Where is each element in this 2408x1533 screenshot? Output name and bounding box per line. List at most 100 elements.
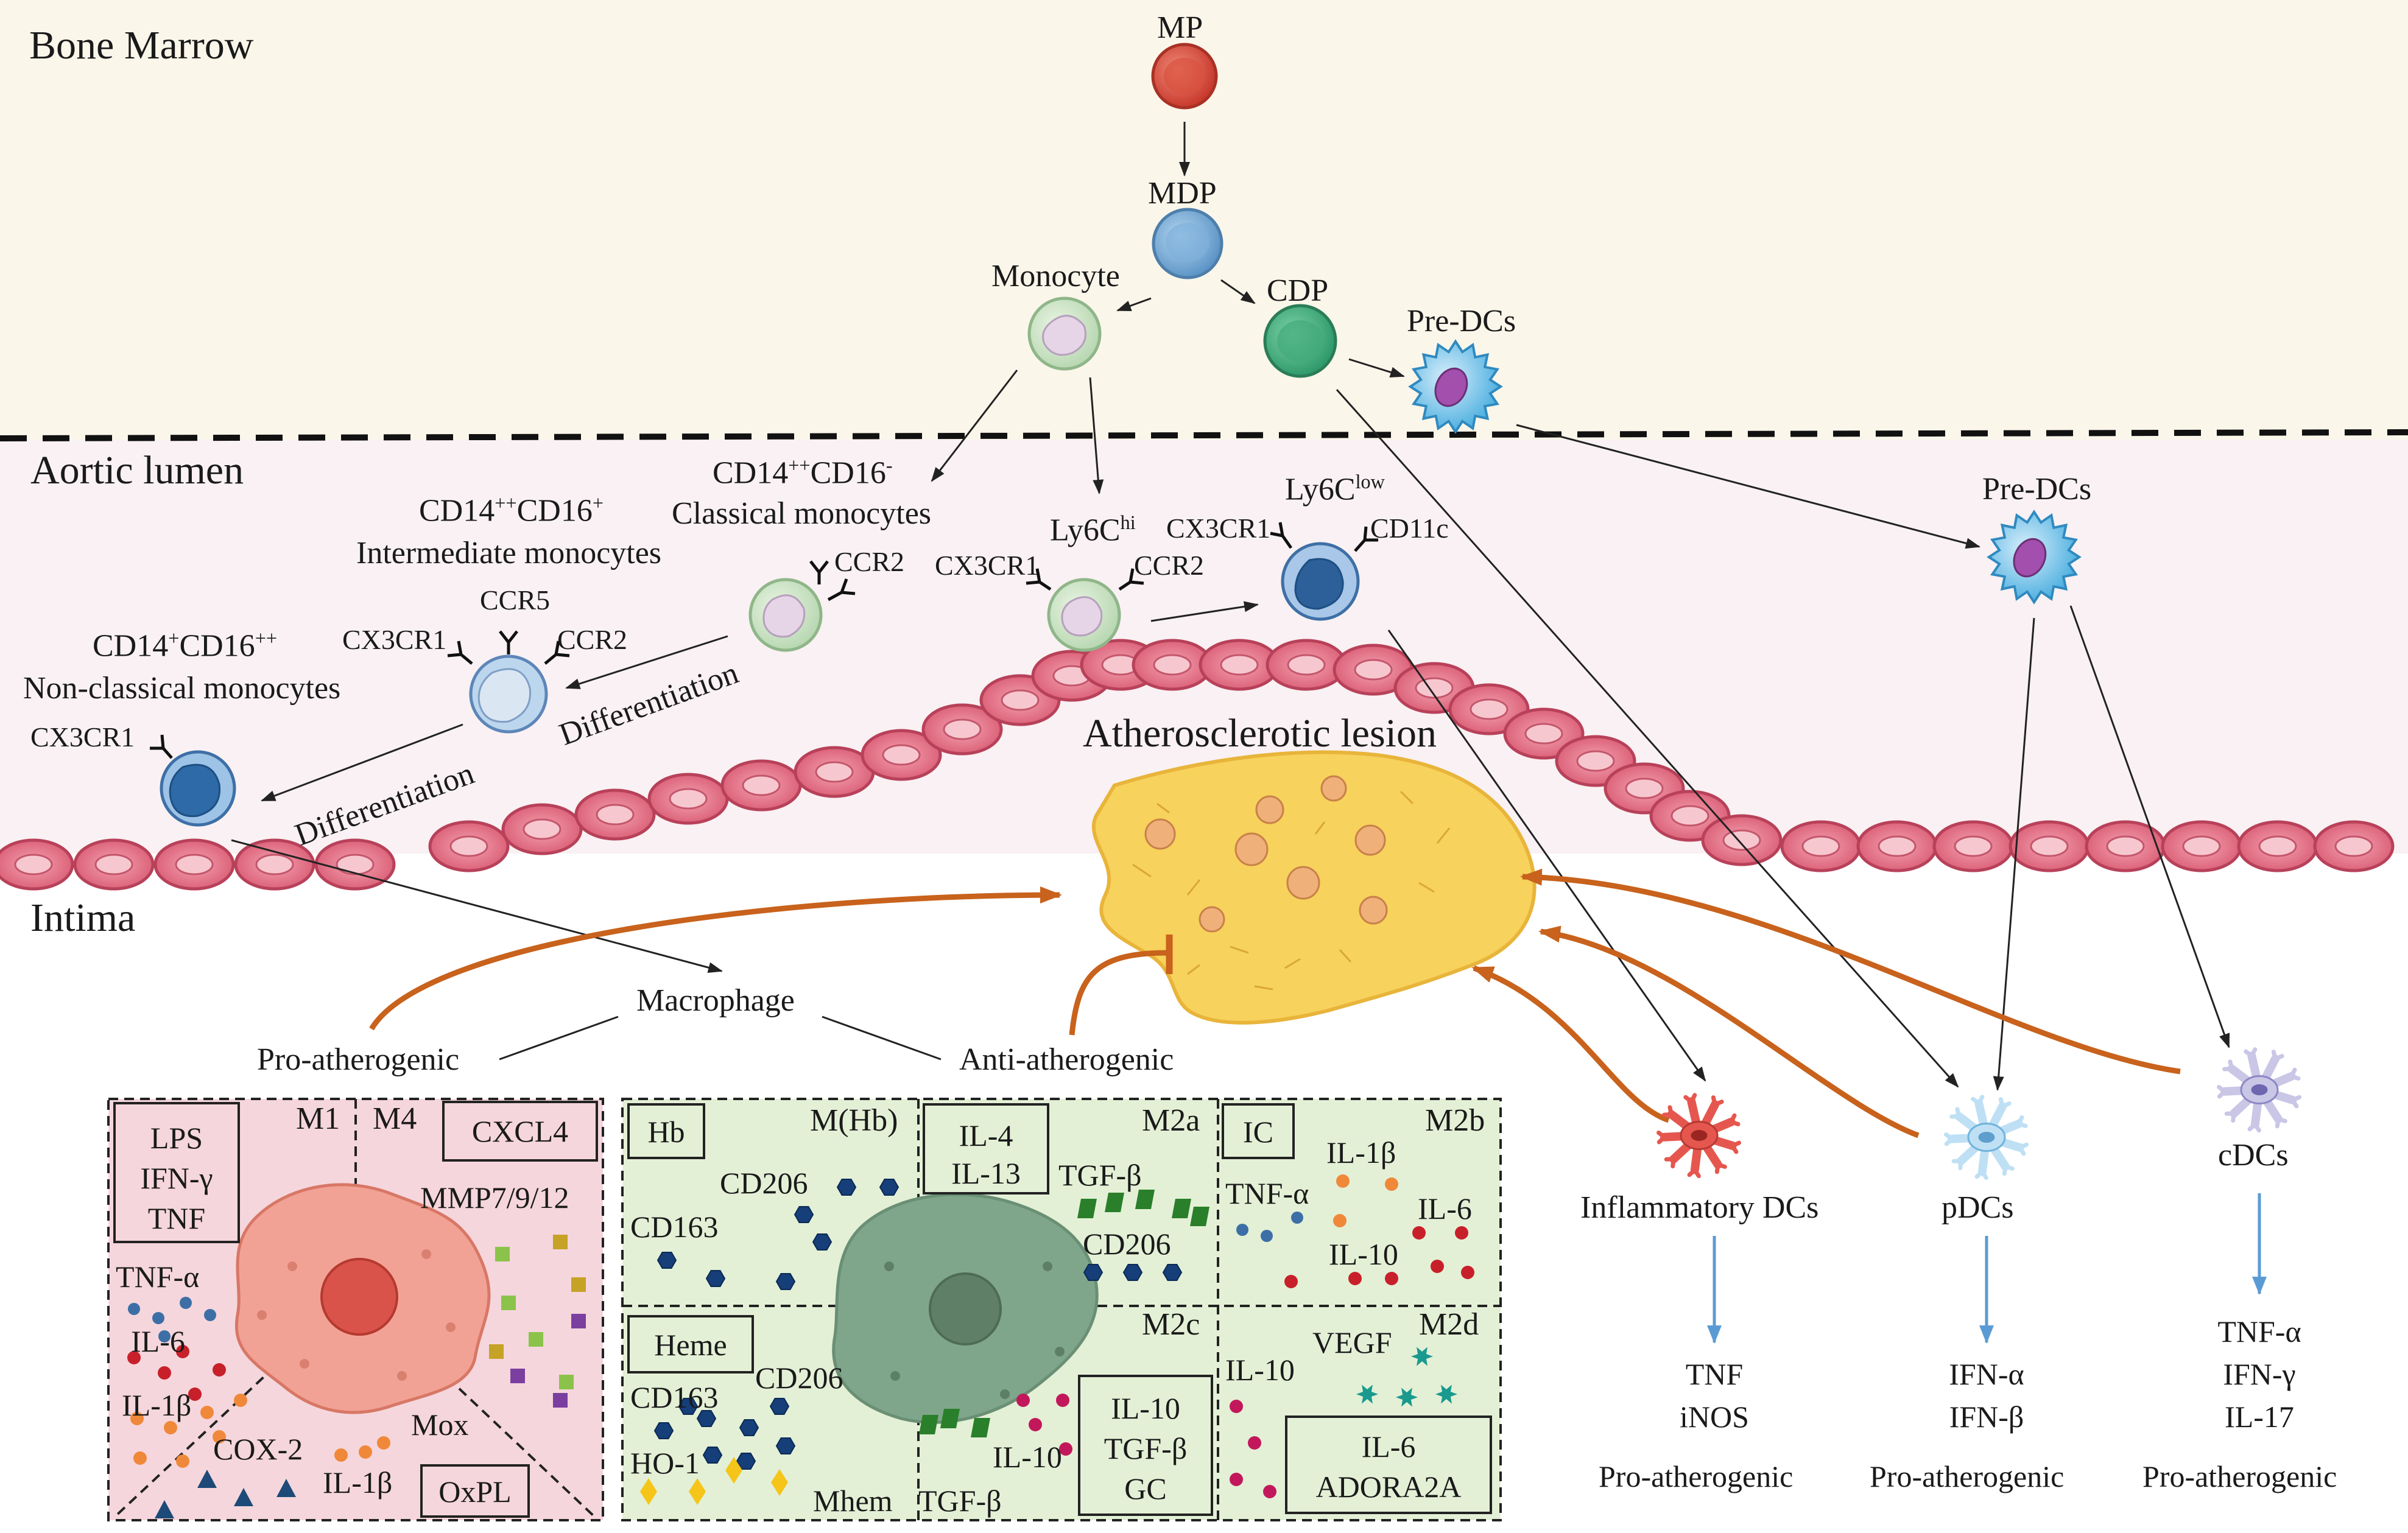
- m2c-inducers-box: IL-10 TGF-β GC: [1078, 1375, 1213, 1516]
- mediator-dot: [1263, 1485, 1276, 1498]
- mediator-star: [1411, 1347, 1433, 1366]
- tnfa-label: TNF-α: [116, 1260, 200, 1294]
- mediator-square: [571, 1277, 586, 1292]
- inflammatory-dcs-role: Pro-atherogenic: [1599, 1459, 1794, 1493]
- endothelial-cell: [720, 759, 802, 812]
- mediator-hexagon: [775, 1273, 796, 1290]
- mediator-dot: [176, 1454, 189, 1468]
- endothelial-cell: [1932, 820, 2014, 872]
- m2d-inducers-box: IL-6 ADORA2A: [1285, 1415, 1492, 1514]
- mediator-hexagon: [812, 1233, 833, 1251]
- il6-m2b-label: IL-6: [1418, 1191, 1472, 1226]
- ic-box: IC: [1222, 1103, 1295, 1159]
- mediator-dot: [1348, 1272, 1362, 1285]
- tnfa-m2b-label: TNF-α: [1225, 1176, 1309, 1210]
- endothelial-cell: [574, 788, 656, 841]
- mediator-hexagon: [1083, 1264, 1104, 1281]
- pre-dcs-bm-label: Pre-DCs: [1407, 304, 1516, 339]
- mp-cell: [1151, 43, 1218, 110]
- oxpl-box: OxPL: [420, 1464, 530, 1518]
- mediator-triangle: [197, 1470, 217, 1488]
- mediator-hexagon: [736, 1453, 756, 1470]
- endothelial-cell: [2313, 820, 2395, 872]
- mediator-dot: [1385, 1272, 1398, 1285]
- mediator-dot: [1248, 1436, 1261, 1450]
- mediator-hexagon: [836, 1179, 857, 1196]
- endothelial-cell: [2161, 820, 2242, 872]
- endothelial-cell: [1780, 820, 1862, 872]
- endothelial-cell: [1701, 814, 1783, 866]
- mhem-label: Mhem: [813, 1484, 893, 1518]
- endothelial-cell: [1266, 639, 1347, 691]
- blue-arrows: [1707, 1193, 2267, 1344]
- mediator-square: [510, 1369, 525, 1383]
- nonclassical-markers: CD14+CD16++: [93, 627, 278, 664]
- mediator-square: [489, 1344, 504, 1359]
- macrophage-split-lines: [499, 1016, 942, 1061]
- mediator-dot: [1261, 1230, 1273, 1242]
- mediator-dot: [130, 1412, 144, 1425]
- mediator-hexagon: [739, 1419, 759, 1436]
- bone-marrow-label: Bone Marrow: [29, 23, 254, 68]
- il10-m2d-label: IL-10: [1225, 1353, 1295, 1387]
- cx3cr1-inter-label: CX3CR1: [342, 624, 447, 655]
- cox2-label: COX-2: [213, 1432, 303, 1466]
- hb-box: Hb: [627, 1103, 705, 1159]
- mediator-dot: [1284, 1275, 1298, 1288]
- lineage-arrows: [231, 122, 2230, 1091]
- cdcs-label: cDCs: [2218, 1138, 2289, 1173]
- mediator-hexagon: [696, 1410, 717, 1427]
- m1-inducers-box: LPS IFN-γ TNF: [113, 1102, 240, 1243]
- endothelial-cell: [794, 746, 875, 798]
- ccr2-inter-label: CCR2: [557, 624, 628, 655]
- mediator-dot: [359, 1445, 372, 1459]
- cd11c-ly6clow-label: CD11c: [1370, 513, 1449, 544]
- inflammatory-dcs-outputs: TNF iNOS: [1680, 1357, 1749, 1434]
- mediator-dot: [1056, 1394, 1069, 1407]
- mediator-square: [553, 1235, 568, 1249]
- il1b-left-label: IL-1β: [122, 1388, 192, 1422]
- endothelial-cell: [234, 838, 315, 891]
- mediator-bar: [919, 1415, 938, 1434]
- cdc-cell: [2217, 1047, 2302, 1133]
- mediator-hexagon: [657, 1252, 677, 1269]
- cxcl4-box: CXCL4: [442, 1101, 598, 1162]
- m2a-inducers-box: IL-4 IL-13: [923, 1103, 1049, 1194]
- mmp-label: MMP7/9/12: [420, 1180, 569, 1215]
- mdp-cell: [1152, 208, 1223, 279]
- mediator-square: [559, 1375, 574, 1389]
- endothelial-cell: [921, 703, 1003, 756]
- mediator-star: [1435, 1384, 1457, 1404]
- pre-dc-bm-cell: [1408, 339, 1503, 434]
- mediator-hexagon: [794, 1206, 814, 1223]
- mediator-square: [529, 1332, 543, 1347]
- ccr2-ly6chi-label: CCR2: [1134, 550, 1205, 581]
- intermediate-label: Intermediate monocytes: [356, 536, 662, 570]
- cd206-hb-label: CD206: [720, 1166, 808, 1200]
- ly6clow-label: Ly6Clow: [1285, 471, 1385, 507]
- aortic-lumen-label: Aortic lumen: [30, 448, 244, 493]
- endothelial-cell: [0, 838, 74, 891]
- endothelial-cell: [501, 803, 583, 855]
- mediator-bar: [1105, 1193, 1124, 1212]
- mediator-dot: [158, 1330, 171, 1342]
- nonclassical-monocyte-cell: [160, 750, 236, 827]
- mediator-dot: [334, 1448, 348, 1462]
- mediator-diamond: [771, 1469, 788, 1496]
- mediator-bar: [971, 1418, 990, 1437]
- receptor-glyphs: [150, 522, 1378, 759]
- orange-arrows: [369, 868, 2181, 1138]
- mediator-dot: [158, 1366, 171, 1380]
- mediator-dot: [1291, 1212, 1303, 1224]
- monocyte-cell: [1027, 296, 1102, 371]
- cd206-m2a-label: CD206: [1083, 1227, 1171, 1261]
- mediator-dot: [1236, 1224, 1248, 1236]
- cdp-cell: [1263, 304, 1337, 378]
- mediator-square: [553, 1393, 568, 1408]
- mediator-dot: [213, 1430, 226, 1444]
- m2a-label: M2a: [1142, 1103, 1200, 1138]
- mediator-hexagon: [1162, 1264, 1183, 1281]
- m2b-label: M2b: [1425, 1103, 1485, 1138]
- cdcs-role: Pro-atherogenic: [2142, 1459, 2337, 1493]
- mediator-dot: [1059, 1442, 1072, 1456]
